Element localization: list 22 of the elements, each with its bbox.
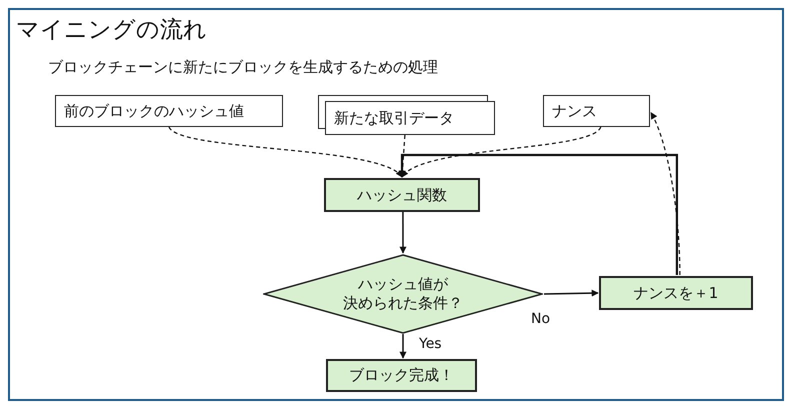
arrow <box>398 154 678 275</box>
subtitle-text: ブロックチェーンに新たにブロックを生成するための処理 <box>48 58 438 77</box>
arrow <box>400 334 406 359</box>
dashed-arrow <box>168 126 403 178</box>
document-box <box>325 101 495 135</box>
node-text: ナンスを＋1 <box>634 284 718 302</box>
node-text: ブロック完成！ <box>349 366 454 385</box>
arrow <box>400 212 406 254</box>
input-box <box>543 95 650 127</box>
input-box <box>55 95 283 127</box>
arrow <box>544 290 599 297</box>
dashed-arrow <box>401 126 602 178</box>
node-text: ハッシュ関数 <box>357 186 447 204</box>
dashed-arrow <box>650 112 680 276</box>
diagram-title: マイニングの流れ <box>16 16 207 45</box>
process-box <box>599 276 753 310</box>
node-text: ハッシュ値が決められた条件？ <box>342 274 464 314</box>
node-text: ナンス <box>552 102 597 120</box>
process-box <box>326 359 477 392</box>
node-text: 新たな取引データ <box>334 108 454 128</box>
process-box <box>324 178 480 212</box>
node-text: 前のブロックのハッシュ値 <box>64 102 244 120</box>
